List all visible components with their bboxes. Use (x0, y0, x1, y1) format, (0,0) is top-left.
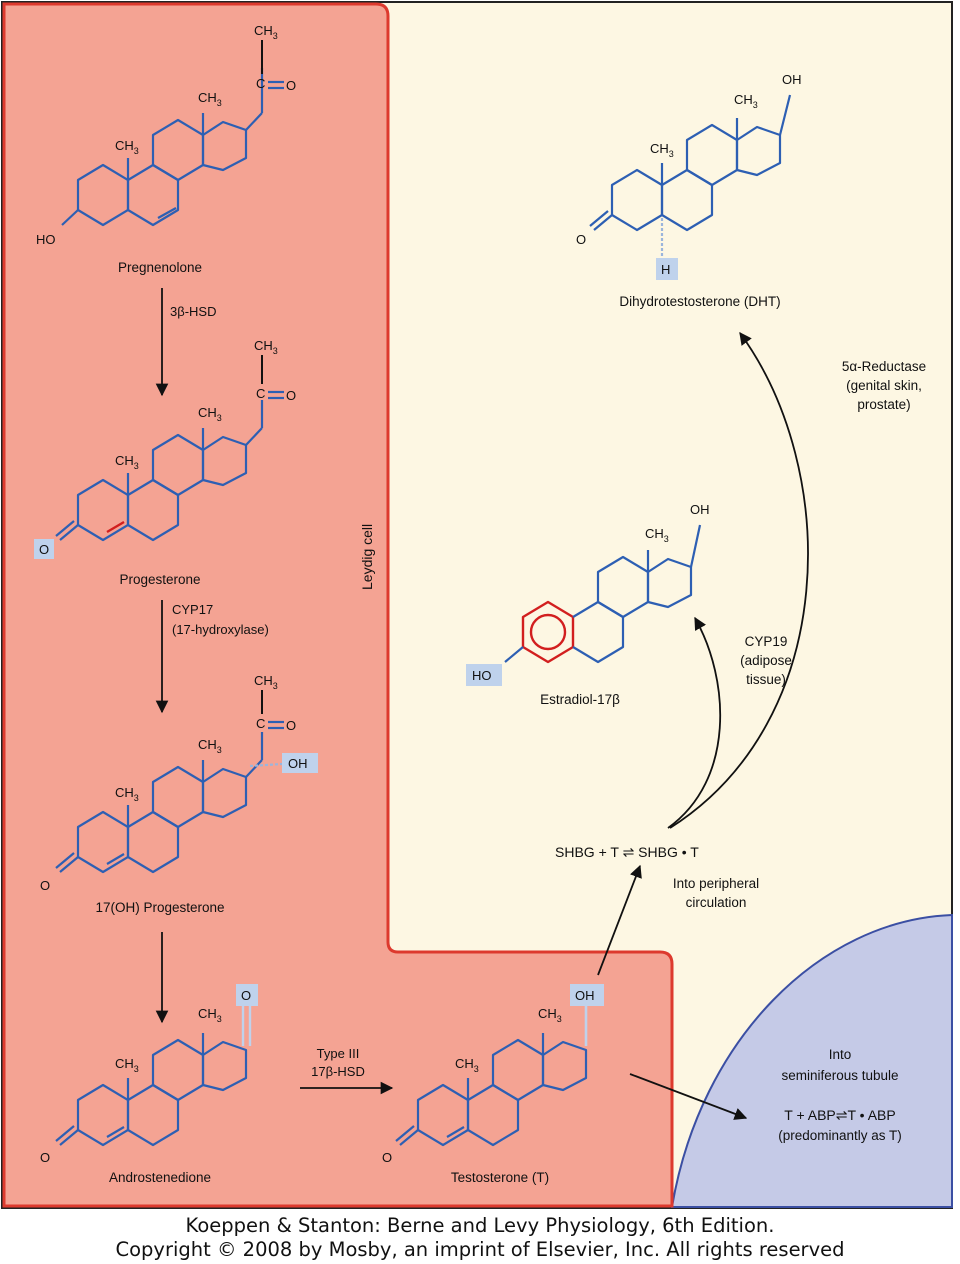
arrow-to-tubule (629, 1073, 748, 1120)
carbon-label: C (256, 716, 265, 731)
highlight-box (236, 984, 258, 1006)
carbon-label: C (256, 76, 265, 91)
highlight-box (656, 258, 678, 280)
oxygen-label: O (286, 718, 296, 733)
ch3-label: CH3 (254, 23, 278, 41)
enzyme-5a-reductase-desc-2: prostate) (857, 397, 910, 412)
androstenedione-label: Androstenedione (109, 1170, 211, 1185)
oxygen-label: O (286, 388, 296, 403)
ch3-label: CH3 (645, 526, 669, 544)
steroidogenesis-figure: Leydig cell CH3 CH3 CH3 C O HO Pregnenol… (1, 1, 953, 1209)
ch3-label: CH3 (198, 737, 222, 755)
oxygen-label: O (40, 1150, 50, 1165)
oxygen-label: O (40, 878, 50, 893)
caption-line-2: Copyright © 2008 by Mosby, an imprint of… (115, 1238, 845, 1261)
circulation-note-2: circulation (686, 895, 747, 910)
hydroxyl-label: HO (36, 232, 56, 247)
ch3-label: CH3 (254, 673, 278, 691)
tubule-note: (predominantly as T) (778, 1128, 902, 1143)
progesterone-structure: CH3 CH3 CH3 C O O (34, 338, 296, 559)
hydroxyl-label: OH (782, 72, 802, 87)
enzyme-3b-hsd: 3β-HSD (170, 304, 216, 319)
pregnenolone-structure: CH3 CH3 CH3 C O HO (36, 23, 296, 247)
enzyme-cyp19: CYP19 (745, 634, 788, 649)
dht-label: Dihydrotestosterone (DHT) (619, 294, 780, 309)
carbon-label: C (256, 386, 265, 401)
enzyme-cyp19-desc-1: (adipose (740, 653, 792, 668)
testosterone-structure: OH CH3 CH3 O (382, 984, 604, 1165)
caption-line-1: Koeppen & Stanton: Berne and Levy Physio… (185, 1214, 775, 1237)
hydroxyprogesterone-label: 17(OH) Progesterone (95, 900, 224, 915)
highlight-box (466, 664, 502, 686)
enzyme-5a-reductase-desc-1: (genital skin, (846, 378, 922, 393)
steroidogenesis-diagram: Leydig cell CH3 CH3 CH3 C O HO Pregnenol… (1, 1, 953, 1209)
oxygen-label: O (39, 542, 49, 557)
abp-equation: T + ABP⇌T • ABP (784, 1107, 895, 1123)
seminiferous-tubule (670, 913, 953, 1208)
shbg-equation: SHBG + T ⇌ SHBG • T (555, 844, 699, 860)
enzyme-cyp17: CYP17 (172, 602, 213, 617)
ch3-label: CH3 (115, 785, 139, 803)
pregnenolone-label: Pregnenolone (118, 260, 202, 275)
testosterone-label: Testosterone (T) (451, 1170, 549, 1185)
arrow-to-estradiol (667, 616, 722, 829)
highlight-box (34, 539, 54, 559)
estradiol-structure: CH3 OH HO (466, 502, 710, 686)
hydroxyprogesterone-structure: CH3 CH3 CH3 C O OH O (40, 673, 318, 893)
enzyme-5a-reductase: 5α-Reductase (842, 359, 926, 374)
ch3-label: CH3 (198, 405, 222, 423)
oxygen-label: O (576, 232, 586, 247)
tubule-title-2: seminiferous tubule (781, 1068, 898, 1083)
ch3-label: CH3 (538, 1006, 562, 1024)
arrow-testosterone-to-circulation (597, 864, 642, 976)
ch3-label: CH3 (650, 141, 674, 159)
ch3-label: CH3 (115, 453, 139, 471)
ch3-label: CH3 (115, 138, 139, 156)
enzyme-type-iii: Type III (317, 1046, 360, 1061)
hydroxyl-label: HO (472, 668, 492, 683)
leydig-cell-label: Leydig cell (359, 524, 375, 590)
tubule-title-1: Into (829, 1047, 852, 1062)
ch3-label: CH3 (198, 90, 222, 108)
ch3-label: CH3 (254, 338, 278, 356)
estradiol-label: Estradiol-17β (540, 692, 620, 707)
ch3-label: CH3 (198, 1006, 222, 1024)
androstenedione-structure: O CH3 CH3 O (40, 984, 258, 1165)
leydig-cell (2, 2, 674, 1208)
hydrogen-label: H (661, 262, 670, 277)
progesterone-label: Progesterone (119, 572, 200, 587)
enzyme-17b-hsd: 17β-HSD (311, 1064, 365, 1079)
ch3-label: CH3 (455, 1056, 479, 1074)
dht-structure: H CH3 CH3 OH O (576, 72, 802, 280)
oxygen-label: O (286, 78, 296, 93)
ch3-label: CH3 (115, 1056, 139, 1074)
highlight-box (570, 984, 604, 1006)
enzyme-cyp19-desc-2: tissue) (746, 672, 786, 687)
oxygen-label: O (241, 988, 251, 1003)
arrow-to-dht (669, 331, 809, 829)
hydroxyl-label: OH (288, 756, 308, 771)
hydroxyl-label: OH (690, 502, 710, 517)
circulation-note-1: Into peripheral (673, 876, 759, 891)
ch3-label: CH3 (734, 92, 758, 110)
oxygen-label: O (382, 1150, 392, 1165)
enzyme-cyp17-desc: (17-hydroxylase) (172, 622, 269, 637)
hydroxyl-label: OH (575, 988, 595, 1003)
highlight-box (282, 753, 318, 773)
